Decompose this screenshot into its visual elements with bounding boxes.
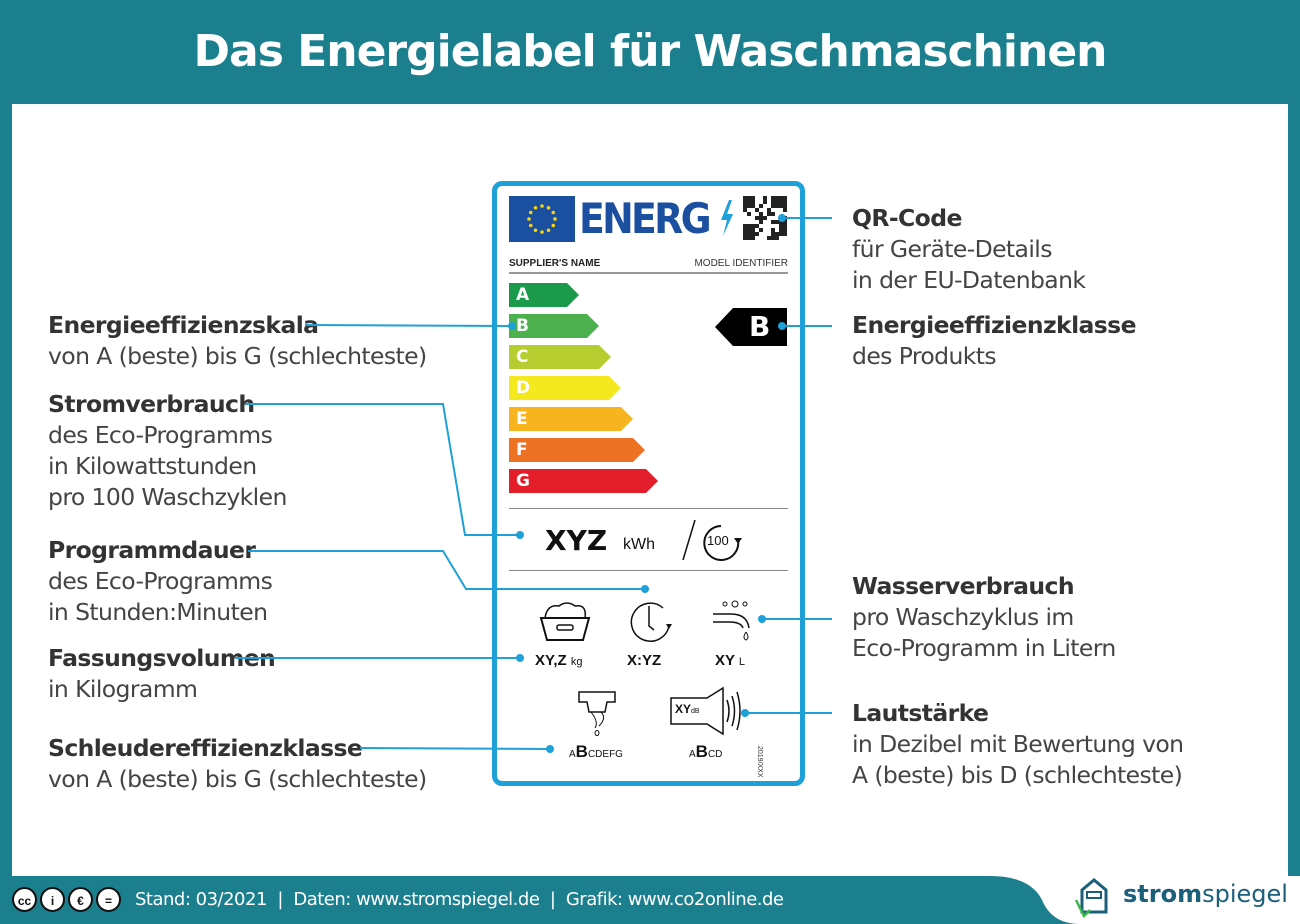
annotation-title: Energieeffizienzklasse — [852, 311, 1137, 339]
noise-scale-pre: A — [689, 749, 696, 760]
annotation-line: pro Waschzyklus im — [852, 603, 1074, 631]
logo-bold: strom — [1123, 880, 1203, 908]
annotation-line: Eco-Programm in Litern — [852, 634, 1116, 662]
annotation-title: Wasserverbrauch — [852, 572, 1075, 600]
spin-shirt-icon — [578, 691, 616, 736]
annotation-line: des Produkts — [852, 342, 997, 370]
regulation-number: 2019/XXX — [756, 746, 763, 778]
annotation-line: in der EU-Datenbank — [852, 266, 1086, 294]
footer-credits: Stand: 03/2021 | Daten: www.stromspiegel… — [135, 889, 784, 910]
spin-scale-post: CDEFG — [587, 749, 623, 760]
annotation-title: QR-Code — [852, 204, 962, 232]
lightning-icon — [721, 200, 733, 236]
annotation-title: Fassungsvolumen — [48, 644, 276, 672]
stromspiegel-logo: stromspiegel — [1123, 880, 1288, 908]
efficiency-bar-B: B — [509, 314, 599, 338]
noise-unit: dB — [691, 708, 700, 715]
annotation-line: des Eco-Programms — [48, 567, 273, 595]
clock-icon — [630, 602, 672, 642]
noise-scale: ABCD — [689, 742, 722, 762]
efficiency-bar-A: A — [509, 283, 579, 307]
eu-flag-icon — [509, 196, 575, 242]
annotation-line: für Geräte-Details — [852, 235, 1052, 263]
efficiency-bar-C: C — [509, 345, 611, 369]
annotation-line: in Dezibel mit Bewertung von — [852, 730, 1184, 758]
efficiency-bar-D: D — [509, 376, 621, 400]
spin-scale-pre: A — [569, 749, 576, 760]
annotation-line: A (beste) bis D (schlechteste) — [852, 761, 1183, 789]
capacity-value: XY,Z — [535, 652, 567, 669]
energy-value: XYZ — [545, 524, 608, 557]
footer-logo-background — [990, 876, 1300, 924]
capacity-unit: kg — [570, 656, 583, 668]
cycles-value: 100 — [707, 533, 729, 548]
annotation-laut: Lautstärke in Dezibel mit Bewertung von A … — [852, 698, 1184, 791]
annotation-line: von A (beste) bis G (schlechteste) — [48, 342, 427, 370]
annotation-strom: Stromverbrauch des Eco-Programms in Kilowa… — [48, 389, 287, 513]
capacity: XY,Z kg — [535, 652, 582, 669]
annotation-wasser: Wasserverbrauch pro Waschzyklus im Eco-Pro… — [852, 571, 1116, 664]
annotation-dauer: Programmdauer des Eco-Programms in Stunden… — [48, 535, 273, 628]
annotation-line: pro 100 Waschzyklen — [48, 483, 287, 511]
water-unit: L — [738, 656, 746, 668]
annotation-line: des Eco-Programms — [48, 421, 273, 449]
duration: X:YZ — [627, 652, 662, 669]
divider — [509, 272, 788, 274]
product-class: B — [749, 310, 771, 343]
annotation-line: in Kilogramm — [48, 675, 198, 703]
efficiency-bar-G: G — [509, 469, 658, 493]
energy-unit: kWh — [623, 536, 655, 553]
spin-scale-selected: B — [575, 742, 588, 761]
annotation-klasse: Energieeffizienzklasse des Produkts — [852, 310, 1137, 372]
laundry-basket-icon — [539, 602, 591, 641]
qr-code-icon — [743, 196, 787, 240]
noise: XYdB — [675, 702, 700, 716]
annotation-qr: QR-Code für Geräte-Details in der EU-Daten… — [852, 203, 1086, 296]
annotation-title: Stromverbrauch — [48, 390, 255, 418]
annotation-title: Lautstärke — [852, 699, 989, 727]
spin-scale: ABCDEFG — [569, 742, 623, 762]
annotation-title: Schleudereffizienzklasse — [48, 734, 363, 762]
cc-by-icon: i — [40, 887, 65, 912]
efficiency-bar-F: F — [509, 438, 645, 462]
annotation-skala: Energieeffizienzskala von A (beste) bis G… — [48, 310, 427, 372]
efficiency-bar-E: E — [509, 407, 633, 431]
divider — [509, 570, 788, 571]
annotation-fassung: Fassungsvolumen in Kilogramm — [48, 643, 276, 705]
noise-scale-selected: B — [695, 742, 708, 761]
page-title: Das Energielabel für Waschmaschinen — [193, 26, 1107, 77]
noise-scale-post: CD — [707, 749, 723, 760]
product-class-arrow — [715, 308, 787, 346]
cycles-icon — [682, 519, 742, 561]
annotation-line: in Stunden:Minuten — [48, 598, 268, 626]
annotation-line: in Kilowattstunden — [48, 452, 257, 480]
model-identifier: MODEL IDENTIFIER — [694, 258, 788, 269]
energy-label: ENERG SUPPLIER'S NAME MODEL IDENTIFIER A… — [492, 181, 805, 786]
cc-nd-icon: = — [96, 887, 121, 912]
water: XY L — [715, 652, 745, 669]
annotation-title: Energieeffizienzskala — [48, 311, 319, 339]
energy-word: ENERG — [579, 194, 712, 243]
divider — [509, 508, 788, 509]
noise-value: XY — [675, 702, 692, 716]
water-value: XY — [715, 652, 735, 669]
speaker-icon — [670, 686, 741, 736]
water-tap-icon — [713, 600, 750, 641]
annotation-title: Programmdauer — [48, 536, 256, 564]
annotation-schleuder: Schleudereffizienzklasse von A (beste) bi… — [48, 733, 427, 795]
cc-nc-icon: € — [68, 887, 93, 912]
supplier-name: SUPPLIER'S NAME — [509, 258, 601, 269]
logo-rest: spiegel — [1202, 880, 1288, 908]
stromspiegel-logo-icon — [1074, 878, 1108, 919]
cc-icon: cc — [12, 887, 37, 912]
annotation-line: von A (beste) bis G (schlechteste) — [48, 765, 427, 793]
